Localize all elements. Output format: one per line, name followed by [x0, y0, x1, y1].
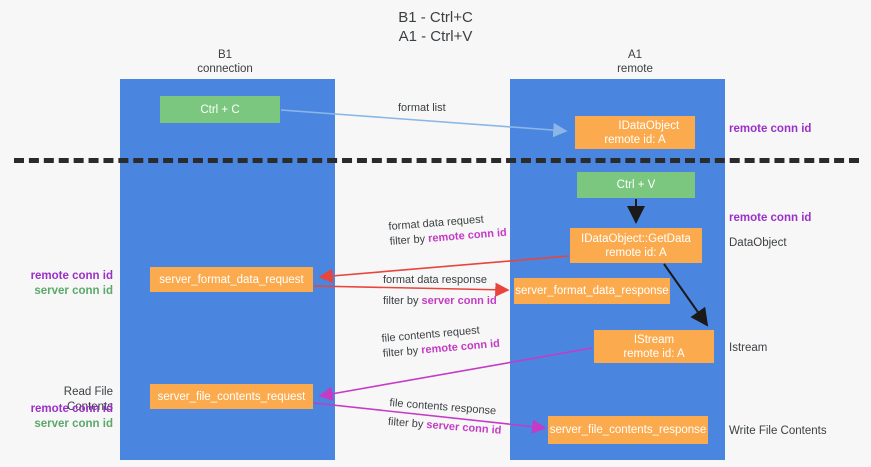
column-header-b1: B1 connection — [145, 48, 305, 76]
edge-label-format-data-request: format data request filter by remote con… — [388, 211, 507, 250]
edge-label-fcresp-prefix: filter by — [387, 415, 427, 431]
annotation-read-file-contents: Read File Contents — [18, 385, 113, 415]
edge-label-format-list-text: format list — [398, 102, 446, 114]
edge-label-fdresp-line2: filter by server conn id — [383, 294, 497, 309]
annotation-dataobject: DataObject — [729, 236, 787, 251]
annotation-left-server-conn-id-2: server conn id — [34, 418, 113, 430]
edge-label-format-list: format list — [398, 101, 446, 116]
annotation-istream: Istream — [729, 341, 767, 356]
edge-label-file-contents-response: file contents response filter by server … — [387, 396, 503, 439]
node-server-file-contents-response[interactable]: server_file_contents_response — [548, 416, 708, 444]
node-server-format-data-response[interactable]: server_format_data_response — [514, 278, 670, 304]
node-ctrl-v[interactable]: Ctrl + V — [577, 172, 695, 198]
annotation-left-remote-conn-id: remote conn id — [30, 270, 113, 282]
node-ctrl-v-label: Ctrl + V — [616, 179, 656, 191]
page-title: B1 - Ctrl+C A1 - Ctrl+V — [0, 8, 871, 46]
node-idataobject[interactable]: IDataObject remote id: A — [575, 116, 695, 149]
annotation-read-file-contents-text: Read File Contents — [63, 386, 113, 413]
node-file-req-label: server_file_contents_request — [157, 390, 306, 403]
node-istream-label: IStream — [633, 333, 675, 346]
annotation-remote-conn-id-top-text: remote conn id — [729, 123, 812, 135]
annotation-left-conn-ids-2: remote conn id server conn id — [18, 402, 113, 432]
node-server-file-contents-request[interactable]: server_file_contents_request — [150, 384, 313, 409]
edge-label-fdresp-prefix: filter by — [383, 295, 422, 307]
column-header-a1-role: remote — [617, 63, 653, 75]
node-getdata-sub: remote id: A — [605, 246, 667, 259]
annotation-write-file-contents-text: Write File Contents — [729, 425, 827, 437]
node-idataobject-label: IDataObject — [590, 119, 680, 132]
column-header-a1: A1 remote — [555, 48, 715, 76]
column-header-b1-role: connection — [197, 63, 253, 75]
node-ctrl-c-label: Ctrl + C — [200, 103, 240, 116]
edge-label-fdreq-prefix: filter by — [389, 232, 429, 248]
annotation-remote-conn-id-mid: remote conn id — [729, 211, 811, 226]
annotation-dataobject-text: DataObject — [729, 237, 787, 249]
node-getdata-label: IDataObject::GetData — [581, 232, 691, 245]
node-file-resp-label: server_file_contents_response — [549, 424, 707, 436]
annotation-remote-conn-id-mid-text: remote conn id — [729, 212, 812, 224]
node-idataobject-getdata[interactable]: IDataObject::GetData remote id: A — [570, 228, 702, 263]
column-header-b1-name: B1 — [217, 49, 233, 61]
annotation-left-server-conn-id: server conn id — [34, 285, 113, 297]
node-istream-sub: remote id: A — [623, 347, 685, 360]
edge-label-file-contents-request: file contents request filter by remote c… — [381, 322, 501, 362]
annotation-istream-text: Istream — [729, 342, 768, 354]
edge-label-fcreq-prefix: filter by — [382, 344, 422, 360]
edge-label-format-data-response: format data response filter by server co… — [383, 273, 497, 309]
column-header-a1-name: A1 — [627, 49, 643, 61]
node-server-format-data-request[interactable]: server_format_data_request — [150, 267, 313, 292]
annotation-write-file-contents: Write File Contents — [729, 424, 827, 439]
title-line-1: B1 - Ctrl+C — [398, 9, 473, 26]
phase-divider — [14, 158, 859, 163]
edge-label-fdresp-highlight: server conn id — [421, 295, 497, 307]
annotation-left-conn-ids: remote conn id server conn id — [18, 269, 113, 299]
node-fmt-resp-label: server_format_data_response — [515, 285, 669, 297]
annotation-remote-conn-id-top: remote conn id — [729, 122, 811, 137]
title-line-2: A1 - Ctrl+V — [398, 28, 473, 45]
node-fmt-req-label: server_format_data_request — [159, 273, 304, 286]
edge-label-fdresp-line1: format data response — [383, 274, 487, 286]
node-istream[interactable]: IStream remote id: A — [594, 330, 714, 363]
edge-label-fcresp-highlight: server conn id — [425, 418, 502, 437]
node-idataobject-sub: remote id: A — [604, 133, 666, 146]
node-ctrl-c[interactable]: Ctrl + C — [160, 96, 280, 123]
annotation-left-remote-conn-id-2: remote conn id — [30, 403, 113, 415]
